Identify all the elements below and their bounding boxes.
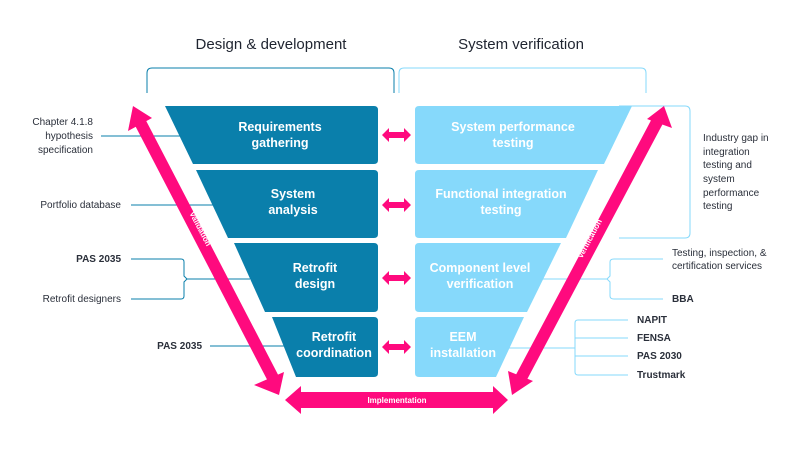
box-system-performance-line2: testing bbox=[493, 136, 534, 150]
label-gap-line2: integration bbox=[703, 147, 750, 158]
box-eem-installation bbox=[415, 317, 524, 377]
box-requirements-line1: Requirements bbox=[238, 120, 321, 134]
box-retrofit-coordination-line2: coordination bbox=[296, 346, 372, 360]
label-chapter-line1: Chapter 4.1.8 bbox=[32, 117, 93, 128]
box-system-analysis-line1: System bbox=[271, 187, 315, 201]
gap-bracket bbox=[619, 105, 691, 239]
box-eem-line2: installation bbox=[430, 346, 496, 360]
implementation-arrow: Implementation bbox=[285, 386, 508, 414]
box-system-analysis bbox=[196, 170, 378, 238]
box-retrofit-design-line2: design bbox=[295, 277, 335, 291]
verification-bracket bbox=[398, 67, 647, 93]
label-chapter-line2: hypothesis bbox=[45, 131, 93, 142]
label-pas-2030: PAS 2030 bbox=[637, 351, 682, 362]
label-pas-2035-design: PAS 2035 bbox=[76, 254, 121, 265]
implementation-label: Implementation bbox=[367, 396, 426, 405]
label-gap-line5: performance bbox=[703, 188, 760, 199]
link-arrow-4 bbox=[382, 340, 411, 354]
header-design-development: Design & development bbox=[196, 36, 348, 53]
label-tic-line1: Testing, inspection, & bbox=[672, 248, 767, 259]
box-functional-integration-testing bbox=[415, 170, 598, 238]
box-requirements-gathering bbox=[165, 106, 378, 164]
header-system-verification: System verification bbox=[458, 36, 584, 53]
tic-bracket bbox=[606, 258, 663, 300]
box-component-level-verification bbox=[415, 243, 561, 312]
label-bba: BBA bbox=[672, 294, 694, 305]
link-arrow-2 bbox=[382, 198, 411, 212]
design-bracket bbox=[146, 67, 395, 93]
box-system-analysis-line2: analysis bbox=[268, 203, 317, 217]
box-eem-line1: EEM bbox=[449, 330, 476, 344]
box-retrofit-coordination bbox=[272, 317, 378, 377]
box-component-level-line2: verification bbox=[447, 277, 514, 291]
label-pas-2035-coordination: PAS 2035 bbox=[157, 341, 202, 352]
label-chapter-line3: specification bbox=[38, 145, 93, 156]
label-gap-line6: testing bbox=[703, 201, 732, 212]
label-napit: NAPIT bbox=[637, 315, 667, 326]
box-retrofit-design bbox=[234, 243, 378, 312]
label-portfolio-database: Portfolio database bbox=[40, 200, 121, 211]
label-trustmark: Trustmark bbox=[637, 370, 686, 381]
box-functional-integration-line2: testing bbox=[481, 203, 522, 217]
label-retrofit-designers: Retrofit designers bbox=[43, 294, 121, 305]
box-component-level-line1: Component level bbox=[430, 261, 531, 275]
label-gap-line3: testing and bbox=[703, 160, 752, 171]
box-retrofit-coordination-line1: Retrofit bbox=[312, 330, 357, 344]
box-functional-integration-line1: Functional integration bbox=[435, 187, 566, 201]
label-gap-line1: Industry gap in bbox=[703, 133, 769, 144]
link-arrow-3 bbox=[382, 271, 411, 285]
verification-arrow: Verification bbox=[508, 106, 672, 395]
box-system-performance-testing bbox=[415, 106, 632, 164]
box-retrofit-design-line1: Retrofit bbox=[293, 261, 338, 275]
schemes-bracket bbox=[574, 319, 628, 376]
box-requirements-line2: gathering bbox=[252, 136, 309, 150]
box-system-performance-line1: System performance bbox=[451, 120, 575, 134]
link-arrow-1 bbox=[382, 128, 411, 142]
label-gap-line4: system bbox=[703, 174, 735, 185]
label-tic-line2: certification services bbox=[672, 261, 762, 272]
designers-bracket bbox=[131, 258, 188, 300]
label-fensa: FENSA bbox=[637, 333, 671, 344]
